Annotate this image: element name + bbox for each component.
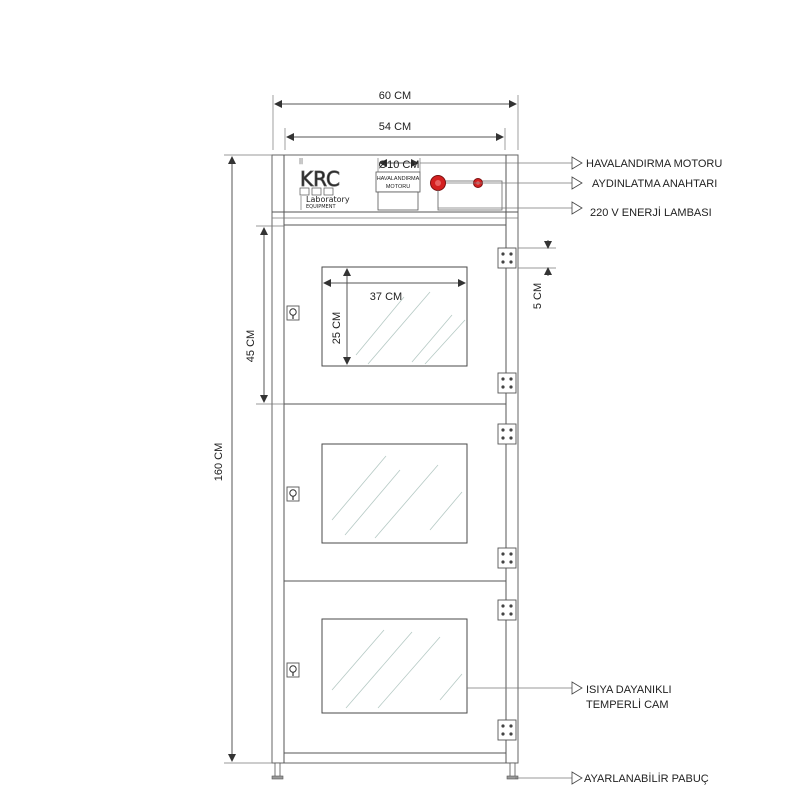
compartment-height-label: 45 CM [245, 330, 257, 362]
callout-glass: ISIYA DAYANIKLI TEMPERLİ CAM [467, 681, 672, 711]
logo-icon-3 [323, 187, 334, 196]
callout-feet-label: AYARLANABİLİR PABUÇ [584, 772, 709, 785]
hinge [497, 372, 517, 394]
lock-icon [286, 305, 300, 321]
hinge [497, 423, 517, 445]
window-middle [321, 443, 468, 544]
window-height-dimension: 25 CM [331, 268, 351, 365]
logo-icon-2 [311, 187, 322, 196]
motor-label-line2: MOTORU [386, 184, 410, 190]
total-height-label: 160 CM [213, 443, 225, 482]
adjustable-feet [271, 762, 519, 780]
brand-logo: || KRC Laboratory EQUIPMENT [299, 158, 350, 210]
hinges [497, 247, 517, 741]
callout-motor-label: HAVALANDIRMA MOTORU [586, 158, 722, 170]
hinge-offset-label: 5 CM [532, 283, 544, 309]
foot-left [274, 762, 281, 778]
hinge [497, 599, 517, 621]
lock-icon [286, 486, 300, 502]
window-top [321, 266, 468, 367]
callout-light-switch: AYDINLATMA ANAHTARI [446, 176, 717, 190]
motor-housing [377, 191, 419, 211]
window-height-label: 25 CM [331, 312, 343, 344]
callout-power-lamp-label: 220 V ENERJİ LAMBASI [590, 206, 712, 219]
logo-icon-1 [299, 187, 310, 196]
hinge [497, 719, 517, 741]
hinge [497, 247, 517, 269]
compartment-height-dimension: 45 CM [245, 225, 284, 405]
callout-glass-line1: ISIYA DAYANIKLI [586, 684, 672, 696]
window-width-label: 37 CM [370, 291, 402, 303]
inner-width-label: 54 CM [379, 121, 411, 133]
logo-line1: Laboratory [306, 195, 350, 204]
outer-width-label: 60 CM [379, 90, 411, 102]
ventilation-motor: Ø10 CM HAVALANDIRMA MOTORU [375, 158, 421, 211]
logo-line2: EQUIPMENT [306, 204, 336, 210]
callout-light-switch-label: AYDINLATMA ANAHTARI [592, 178, 717, 190]
inner-width-dimension: 54 CM [284, 121, 506, 150]
callout-power-lamp: 220 V ENERJİ LAMBASI [437, 190, 712, 219]
hinge-offset-dimension: 5 CM [518, 240, 556, 309]
logo-brand: KRC [300, 167, 340, 191]
callout-feet: AYARLANABİLİR PABUÇ [515, 771, 709, 785]
outer-width-dimension: 60 CM [272, 90, 519, 150]
total-height-dimension: 160 CM [213, 154, 272, 764]
callout-glass-line2: TEMPERLİ CAM [586, 698, 669, 711]
svg-text:||: || [299, 158, 303, 165]
motor-diameter-label: Ø10 CM [379, 159, 420, 171]
door-locks [286, 305, 300, 678]
callout-motor: HAVALANDIRMA MOTORU [420, 156, 722, 170]
lock-icon [286, 662, 300, 678]
motor-label-line1: HAVALANDIRMA [377, 176, 420, 182]
foot-right [509, 762, 516, 778]
hinge [497, 547, 517, 569]
window-bottom [321, 618, 468, 714]
